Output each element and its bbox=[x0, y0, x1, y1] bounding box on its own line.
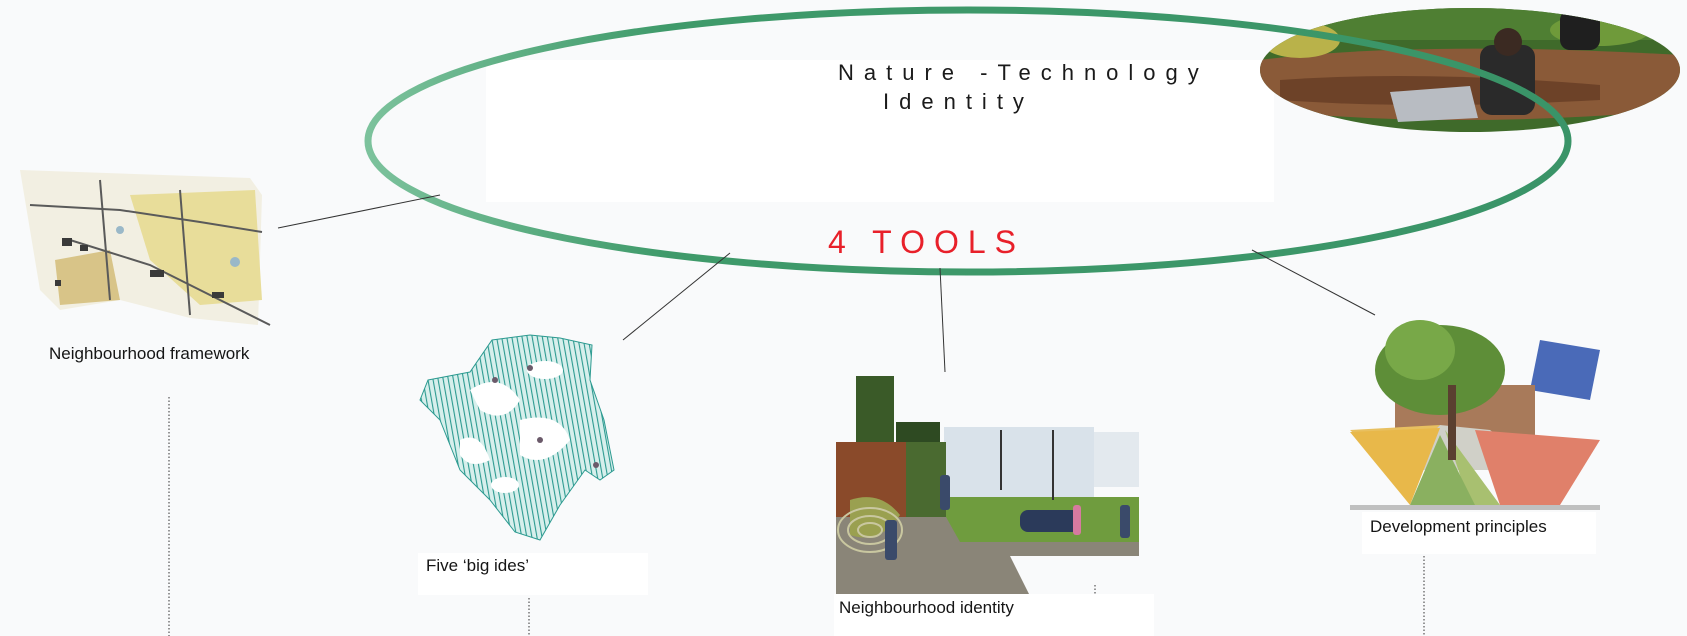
caption-box-big-ideas: Five ‘big ides’ bbox=[418, 553, 648, 595]
caption-box-identity: Neighbourhood identity bbox=[834, 594, 1154, 636]
dotted-drop-lines bbox=[168, 397, 1425, 636]
tool-caption-identity: Neighbourhood identity bbox=[839, 598, 1014, 617]
development-principles-collage bbox=[1350, 320, 1600, 510]
five-big-ideas-map bbox=[419, 334, 615, 541]
title-line-2: Identity bbox=[883, 89, 1034, 114]
caption-box-principles: Development principles bbox=[1362, 512, 1596, 554]
title-panel bbox=[486, 60, 1274, 202]
tools-heading: 4 TOOLS bbox=[828, 224, 1025, 260]
tool-caption-principles: Development principles bbox=[1370, 517, 1547, 536]
outer-ellipse bbox=[364, 6, 1572, 276]
neighbourhood-framework-map bbox=[20, 170, 271, 326]
title-line-1: Nature -Technology bbox=[838, 60, 1209, 85]
tool-caption-framework: Neighbourhood framework bbox=[49, 344, 250, 363]
connector-lines bbox=[277, 194, 1376, 373]
neighbourhood-identity-collage bbox=[836, 376, 1139, 596]
tool-caption-big-ideas: Five ‘big ides’ bbox=[426, 556, 529, 575]
